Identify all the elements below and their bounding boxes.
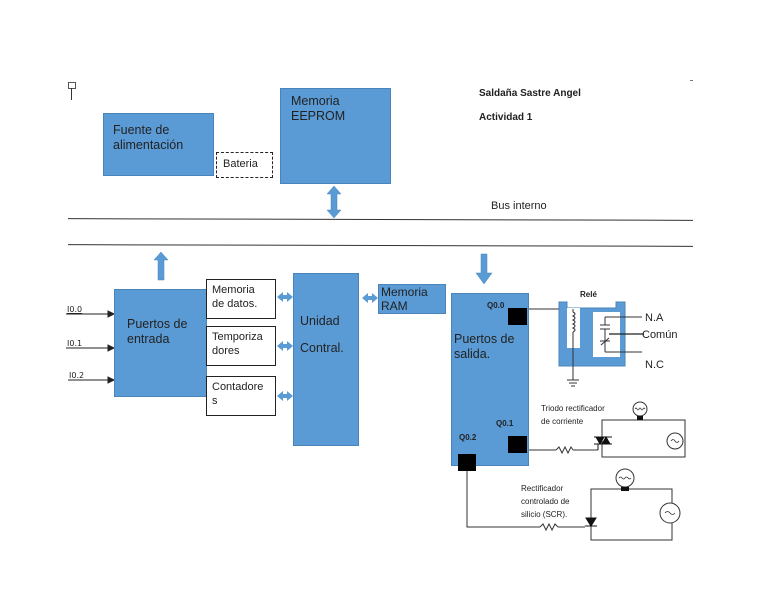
- eeprom-block: Memoria EEPROM: [280, 88, 391, 184]
- relay-title: Relé: [580, 290, 597, 299]
- input-up-arrow-icon: [153, 251, 169, 281]
- relay-common-label: Común: [642, 329, 678, 341]
- battery-label: Bateria: [223, 158, 258, 170]
- input-label-i0-2: I0.2: [69, 371, 85, 380]
- relay-nc-label: N.C: [645, 359, 664, 371]
- input-line-i0-1: [66, 344, 116, 352]
- relay-coil-icon: [571, 311, 576, 333]
- q02-scr-wire: [466, 468, 585, 532]
- timers-cpu-arrow-icon: [277, 341, 293, 351]
- port-q0-1: [508, 436, 527, 453]
- anchor-marker-icon: [68, 82, 76, 100]
- triac-label: Triodo rectificador de corriente: [541, 404, 605, 426]
- power-supply-label: Fuente de alimentación: [113, 123, 184, 152]
- relay-contacts-icon: [600, 317, 610, 352]
- scr-label: Rectificador controlado de silicio (SCR)…: [521, 484, 570, 519]
- relay-component: [558, 301, 644, 387]
- relay-na-label: N.A: [645, 312, 664, 324]
- triac-ac-source-icon: [666, 432, 684, 450]
- scr-lamp-icon: [615, 468, 635, 491]
- port-q0-0: [508, 308, 527, 325]
- eeprom-label: Memoria EEPROM: [291, 94, 346, 123]
- port-label-q0-1: Q0.1: [496, 419, 514, 428]
- counters-label: Contadore s: [212, 381, 264, 407]
- input-line-i0-0: [66, 310, 116, 318]
- input-ports-label: Puertos de entrada: [127, 317, 188, 346]
- cpu-block: Unidad Contral.: [293, 273, 359, 446]
- counters-cpu-arrow-icon: [277, 391, 293, 401]
- data-memory-box: Memoria de datos.: [206, 279, 276, 319]
- battery-box: Bateria: [216, 152, 273, 178]
- scr-symbol-icon: [585, 517, 597, 527]
- input-line-i0-2: [68, 376, 116, 384]
- input-label-i0-1: I0.1: [67, 339, 83, 348]
- port-label-q0-0: Q0.0: [487, 301, 505, 310]
- q01-triac-wire: [527, 445, 598, 455]
- input-label-i0-0: I0.0: [67, 305, 83, 314]
- ram-label: Memoria RAM: [381, 285, 428, 313]
- cpu-label-line1: Unidad: [300, 314, 340, 328]
- data-memory-label: Memoria de datos.: [212, 284, 258, 310]
- triac-lamp-icon: [632, 401, 648, 420]
- author-name: Saldaña Sastre Angel: [479, 88, 581, 99]
- corner-dash: [690, 80, 693, 81]
- input-ports-block: Puertos de entrada: [114, 289, 207, 397]
- port-label-q0-2: Q0.2: [459, 433, 477, 442]
- output-ports-label: Puertos de salida.: [454, 332, 515, 361]
- power-supply-block: Fuente de alimentación: [103, 113, 214, 176]
- bus-label: Bus interno: [491, 200, 547, 212]
- scr-ac-source-icon: [659, 502, 681, 524]
- timers-box: Temporiza dores: [206, 326, 276, 366]
- data-memory-cpu-arrow-icon: [277, 292, 293, 302]
- counters-box: Contadore s: [206, 376, 276, 416]
- ground-icon: [567, 379, 579, 387]
- cpu-label-line2: Contral.: [300, 341, 344, 355]
- activity-title: Actividad 1: [479, 112, 533, 123]
- cpu-ram-arrow-icon: [362, 293, 378, 303]
- port-q0-2: [458, 454, 476, 471]
- triac-symbol-icon: [594, 435, 612, 450]
- ram-block: Memoria RAM: [378, 284, 446, 314]
- output-down-arrow-icon: [475, 253, 493, 285]
- eeprom-bus-arrow-icon: [326, 185, 342, 219]
- timers-label: Temporiza dores: [212, 331, 263, 357]
